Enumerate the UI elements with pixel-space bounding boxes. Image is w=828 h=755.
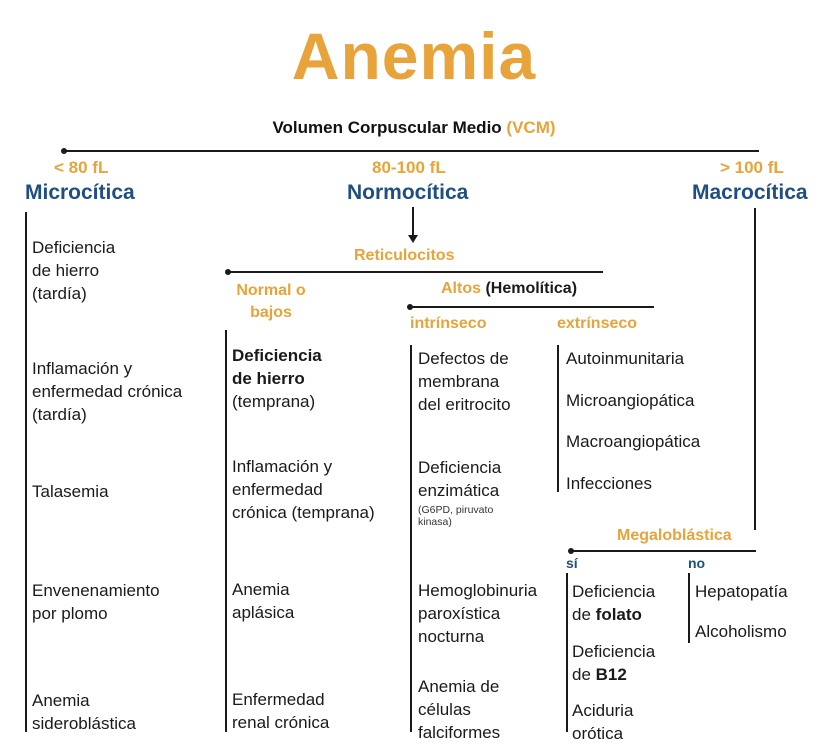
micro-item-talasemia: Talasemia bbox=[32, 482, 109, 501]
extrinseco-item-infecciones: Infecciones bbox=[566, 474, 652, 493]
no-item-alcoholismo: Alcoholismo bbox=[695, 622, 787, 641]
intrinseco-label: intrínseco bbox=[410, 315, 487, 332]
page-title: Anemia bbox=[291, 19, 537, 93]
si-column-line bbox=[566, 573, 568, 732]
macro-column-line bbox=[754, 208, 756, 530]
normal-column-line bbox=[225, 330, 227, 732]
reticulocitos-line bbox=[228, 271, 603, 273]
extrinseco-item-microangiopatica: Microangiopática bbox=[566, 391, 695, 410]
no-item-hepatopatia: Hepatopatía bbox=[695, 582, 788, 601]
megaloblastica-line bbox=[571, 550, 756, 552]
intrinseco-column-line bbox=[410, 345, 412, 732]
range-macro: > 100 fL bbox=[720, 158, 784, 177]
altos-line bbox=[410, 306, 654, 308]
vcm-abbr: (VCM) bbox=[506, 118, 556, 137]
reticulocitos-label: Reticulocitos bbox=[354, 247, 455, 264]
megaloblastica-label: Megaloblástica bbox=[617, 527, 732, 544]
vcm-text: Volumen Corpuscular Medio bbox=[272, 118, 502, 137]
si-label: sí bbox=[566, 555, 578, 571]
altos-label: Altos (Hemolítica) bbox=[441, 280, 578, 297]
category-normocitica: Normocítica bbox=[347, 181, 469, 204]
category-macrocitica: Macrocítica bbox=[692, 181, 808, 204]
normal-item-def-hierro: Deficiencia de hierro (temprana) bbox=[232, 346, 322, 411]
no-column-line bbox=[688, 573, 690, 643]
category-microcitica: Microcítica bbox=[25, 181, 135, 204]
vcm-axis-line bbox=[64, 150, 759, 152]
extrinseco-item-macroangiopatica: Macroangiopática bbox=[566, 432, 701, 451]
range-normo: 80-100 fL bbox=[372, 158, 446, 177]
extrinseco-item-autoinmunitaria: Autoinmunitaria bbox=[566, 349, 685, 368]
range-micro: < 80 fL bbox=[54, 158, 109, 177]
extrinseco-column-line bbox=[557, 345, 559, 492]
no-label: no bbox=[688, 555, 706, 571]
extrinseco-label: extrínseco bbox=[557, 315, 638, 332]
micro-column-line bbox=[25, 212, 27, 732]
vcm-label: Volumen Corpuscular Medio (VCM) bbox=[0, 118, 828, 138]
si-item-b12: Deficiencia de B12 bbox=[572, 642, 656, 684]
si-item-folato: Deficiencia de folato bbox=[572, 582, 656, 624]
arrow-down-icon bbox=[408, 207, 418, 243]
